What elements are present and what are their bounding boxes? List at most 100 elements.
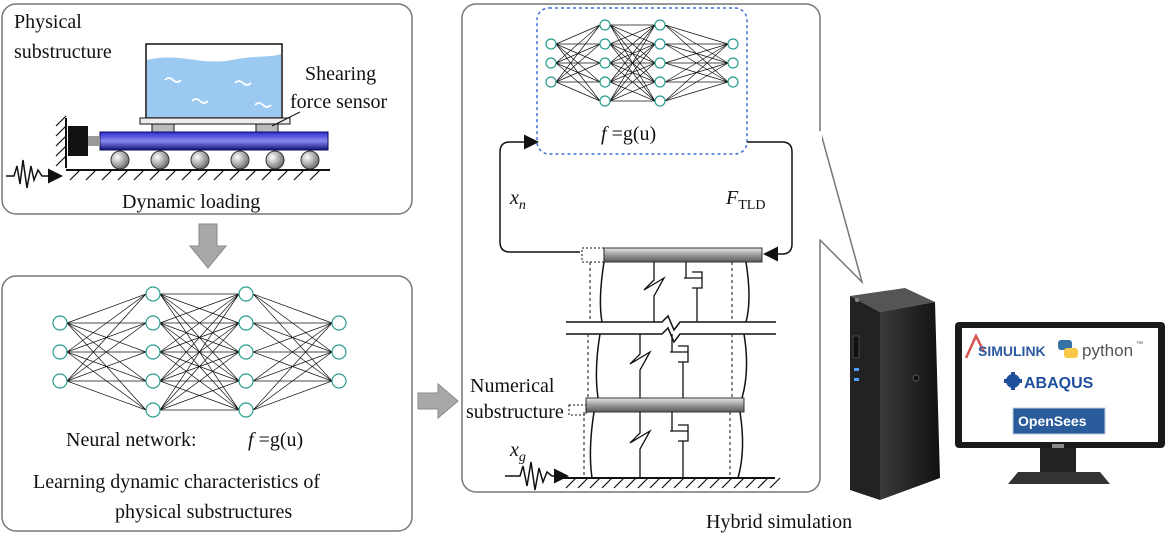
- right-arrow: [417, 382, 459, 420]
- xg-label: xg: [509, 439, 526, 465]
- nn-node: [545, 38, 557, 50]
- numerical-label-line2: substructure: [466, 401, 564, 423]
- nn-node: [654, 95, 666, 107]
- nn-node: [727, 76, 739, 88]
- nn-connection: [252, 293, 333, 324]
- nn-node: [145, 373, 161, 389]
- nn-node: [238, 286, 254, 302]
- stiffness-damper-elements: [629, 262, 703, 478]
- nn-node: [545, 76, 557, 88]
- opensees-logo-text: OpenSees: [1018, 413, 1087, 429]
- numerical-label-line1: Numerical: [470, 375, 555, 397]
- nn-connection: [555, 81, 601, 102]
- nn-connection: [66, 293, 147, 324]
- nn-connection: [252, 322, 333, 353]
- nn-connection: [252, 380, 333, 411]
- break-lines: [566, 314, 776, 344]
- nn-connection: [555, 43, 601, 83]
- nn-node: [238, 402, 254, 418]
- nn-connection: [609, 62, 656, 102]
- nn-caption-line2: physical substructures: [115, 501, 292, 523]
- nn-connection: [252, 322, 333, 382]
- columns: [589, 261, 750, 479]
- nn-connection: [66, 351, 147, 382]
- nn-connection: [252, 322, 333, 411]
- actuator: [68, 126, 88, 156]
- nn-label: Neural network:: [66, 429, 197, 451]
- nn-node: [545, 57, 557, 69]
- python-icon: [1058, 340, 1078, 358]
- nn-connection: [555, 24, 601, 45]
- python-logo-text: python: [1082, 341, 1133, 360]
- nn-node: [238, 373, 254, 389]
- python-tm: ™: [1136, 341, 1143, 348]
- water-waves: [164, 77, 272, 108]
- nn-connection: [609, 24, 656, 83]
- shake-table: [99, 131, 329, 151]
- simulink-icon: [964, 333, 986, 359]
- loop-left: [499, 134, 580, 253]
- loop-right: [747, 141, 793, 262]
- abaqus-icon: [1004, 372, 1022, 390]
- nn-node: [238, 344, 254, 360]
- nn-connection: [159, 293, 240, 411]
- physical-label-line2: substructure: [14, 41, 112, 63]
- top-floor-plate: [603, 247, 763, 263]
- middle-floor-plate: [585, 397, 745, 413]
- nn-connection: [609, 24, 656, 102]
- abaqus-logo-text: ABAQUS: [1024, 375, 1094, 392]
- physical-label-line1: Physical: [14, 11, 82, 33]
- embedded-formula: f =g(u): [601, 123, 656, 145]
- sensor-label-line2: force sensor: [290, 91, 388, 113]
- ftld-label: FTLD: [725, 187, 765, 213]
- opensees-badge: [1012, 407, 1106, 435]
- hybrid-caption: Hybrid simulation: [706, 511, 852, 533]
- excitation-wave: [6, 159, 63, 189]
- physical-substructure-panel: Physical substructure Shearing force sen…: [1, 3, 413, 215]
- ground-motion-wave: [505, 461, 569, 491]
- software-logos: SIMULINK python ™ ABAQUS OpenSees: [964, 333, 1143, 435]
- nn-connection: [159, 293, 240, 353]
- nn-node: [654, 76, 666, 88]
- embedded-neural-network: [545, 19, 739, 107]
- nn-node: [238, 315, 254, 331]
- nn-node: [727, 38, 739, 50]
- nn-connection: [66, 322, 147, 382]
- hybrid-panel: f =g(u) xn FTLD: [461, 3, 864, 493]
- nn-connection: [555, 62, 601, 83]
- water: [147, 54, 281, 117]
- nn-node: [145, 315, 161, 331]
- nn-node: [145, 402, 161, 418]
- nn-connection: [609, 24, 656, 45]
- nn-connection: [664, 43, 729, 83]
- callout-tail: [819, 129, 864, 285]
- nn-connection: [159, 380, 240, 411]
- nn-node: [331, 373, 347, 389]
- nn-connection: [66, 293, 147, 382]
- force-sensor-left: [151, 123, 175, 133]
- nn-connection: [664, 43, 729, 102]
- nn-connection: [664, 24, 729, 45]
- embedded-nn-box: [536, 7, 748, 155]
- nn-connection: [555, 24, 601, 64]
- nn-node: [599, 57, 611, 69]
- nn-connection: [66, 380, 147, 411]
- nn-node: [654, 19, 666, 31]
- nn-connection: [609, 24, 656, 64]
- nn-node: [331, 315, 347, 331]
- nn-node: [52, 373, 68, 389]
- neural-network-diagram: [52, 286, 347, 418]
- nn-connection: [252, 351, 333, 411]
- pc-tower: [850, 288, 940, 500]
- neural-network-panel: Neural network: f =g(u) Learning dynamic…: [1, 275, 413, 532]
- nn-connection: [664, 81, 729, 102]
- down-arrow: [188, 223, 228, 269]
- nn-node: [599, 95, 611, 107]
- nn-connection: [159, 293, 240, 382]
- nn-formula: f =g(u): [248, 429, 303, 451]
- monitor: [955, 322, 1165, 484]
- nn-node: [727, 57, 739, 69]
- nn-node: [145, 286, 161, 302]
